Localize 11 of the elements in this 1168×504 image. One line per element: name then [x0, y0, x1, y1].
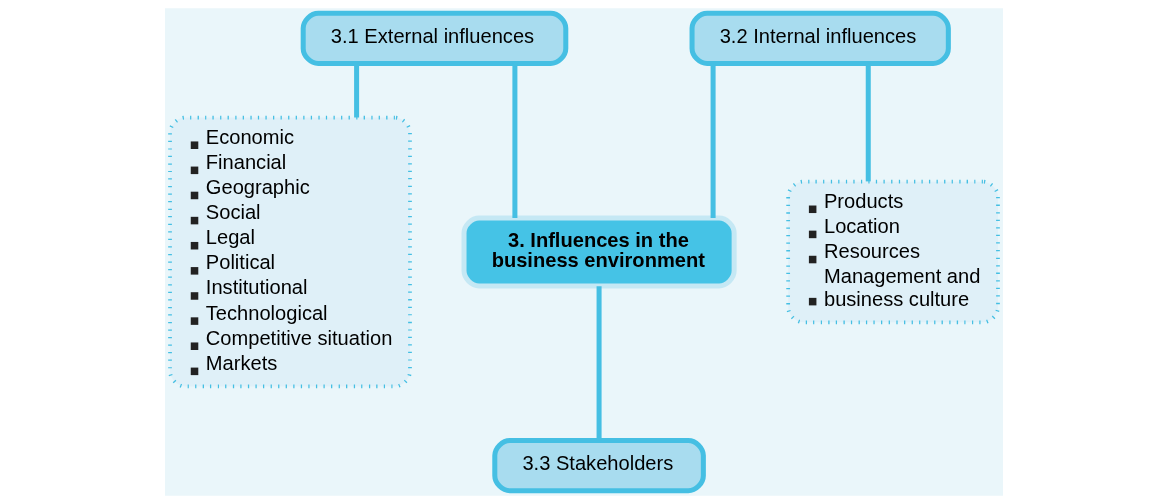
connector [596, 286, 602, 441]
node-box: 3.1 External influences [300, 10, 569, 67]
connector [354, 63, 360, 118]
node-box: 3.3 Stakeholders [492, 437, 706, 494]
connector [865, 63, 871, 182]
node-box: 3. Influences in the business environment [461, 215, 737, 289]
connector [512, 63, 518, 218]
node-box: Products Location Resources Management and business culture [786, 179, 1000, 325]
connector [710, 63, 716, 218]
node-box: 3.2 Internal influences [689, 10, 951, 67]
node-box: Economic Financial Geographic Social Legal Political Institutional Technological Competitive situation Markets [168, 115, 412, 389]
